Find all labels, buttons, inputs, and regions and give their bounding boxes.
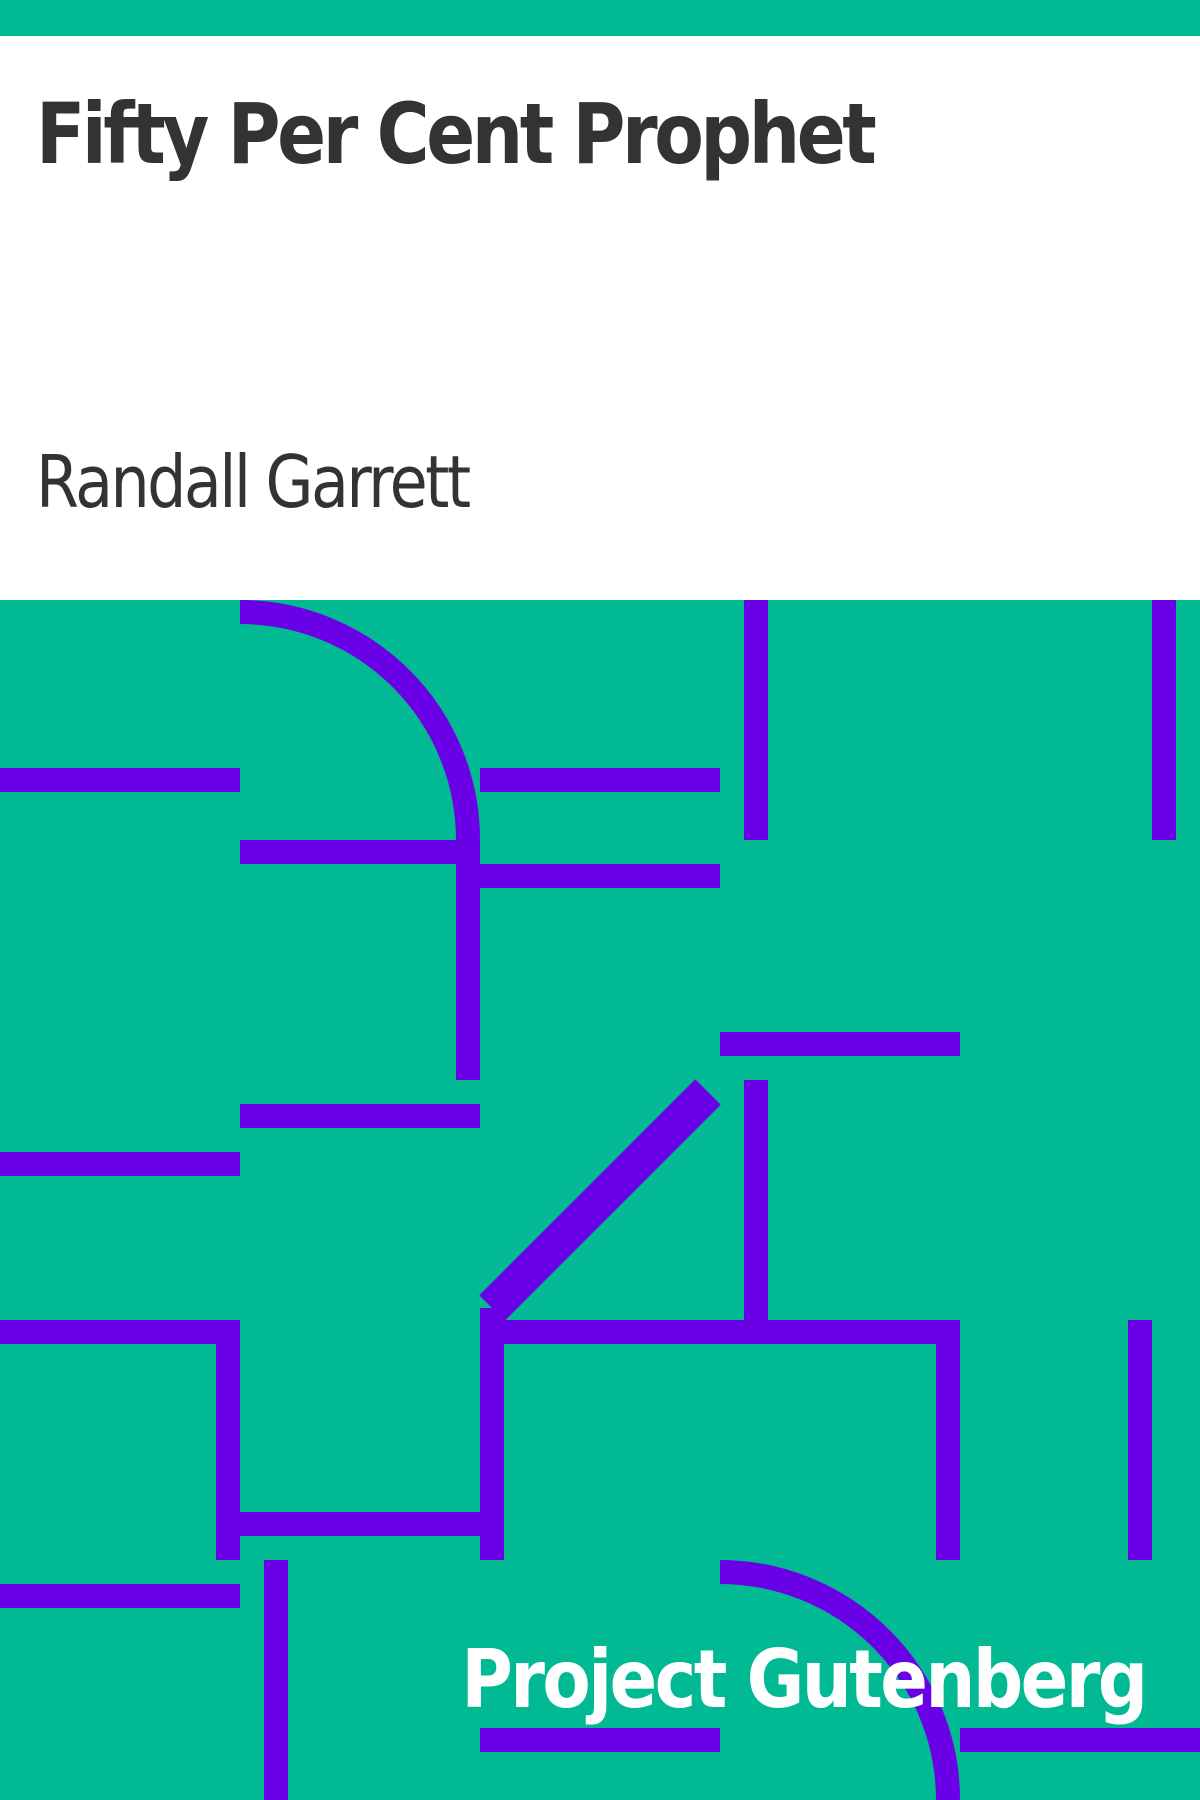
book-author: Randall Garrett (36, 440, 471, 524)
pattern-arc (239, 600, 480, 1080)
publisher-label: Project Gutenberg (461, 1633, 1149, 1726)
cover-pattern (0, 600, 1200, 1800)
book-title: Fifty Per Cent Prophet (36, 85, 877, 183)
pattern-diagonal (479, 1079, 721, 1321)
top-color-bar (0, 0, 1200, 36)
pattern-arc (719, 1560, 960, 1800)
maze-pattern-graphic (0, 600, 1200, 1800)
title-panel (0, 36, 1200, 600)
